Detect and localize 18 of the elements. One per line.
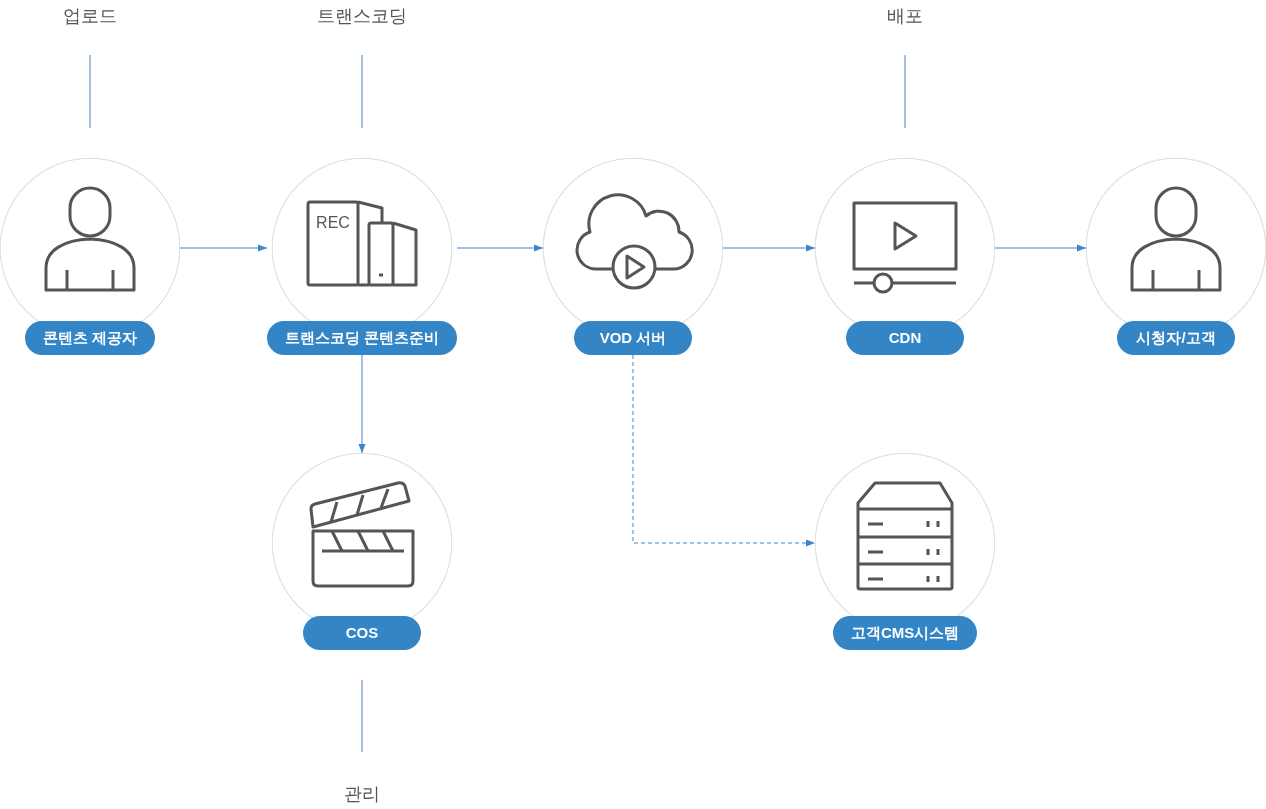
- arrow: [358, 354, 366, 454]
- arrow: [456, 244, 544, 252]
- label-pill: 트랜스코딩 콘텐츠준비: [267, 321, 458, 355]
- stage-label: 관리: [344, 784, 380, 806]
- label-pill: CDN: [846, 321, 964, 355]
- arrow: [179, 244, 268, 252]
- dashed-arrow: [632, 354, 816, 547]
- stage-label: 트랜스코딩: [317, 6, 407, 28]
- icon-text: REC: [316, 213, 350, 233]
- stage-label: 업로드: [63, 6, 117, 28]
- label-pill: 시청자/고객: [1117, 321, 1235, 355]
- label-pill: 고객CMS시스템: [833, 616, 978, 650]
- label-pill: VOD 서버: [574, 321, 692, 355]
- arrow: [722, 244, 816, 252]
- stage-label: 배포: [887, 6, 923, 28]
- arrow: [994, 244, 1087, 252]
- label-pill: 콘텐츠 제공자: [25, 321, 156, 355]
- label-pill: COS: [303, 616, 421, 650]
